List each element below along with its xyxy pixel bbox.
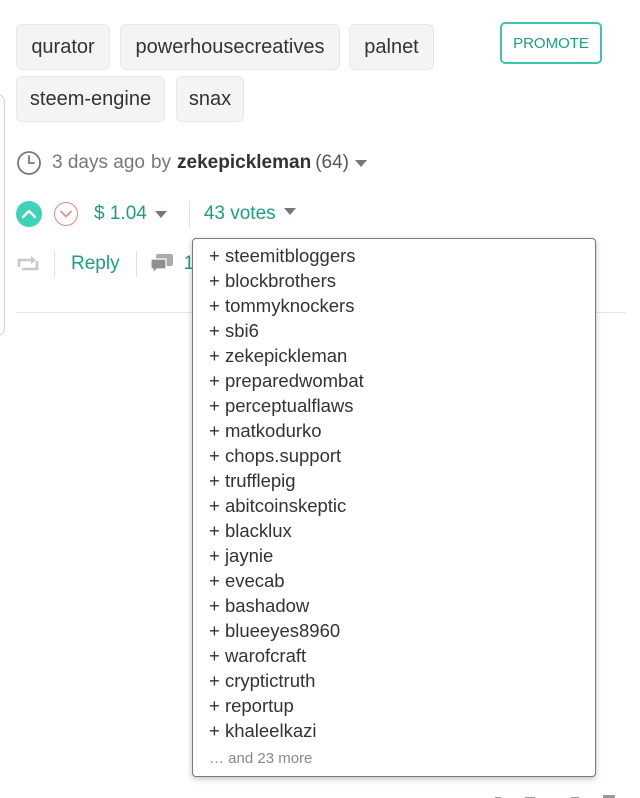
comments-icon[interactable] — [149, 252, 175, 276]
tag-snax[interactable]: snax — [176, 76, 244, 122]
post-meta: 3 days ago by zekepickleman (64) — [16, 150, 367, 176]
sidebar-edge — [0, 94, 5, 336]
voter-item[interactable]: + steemitbloggers — [209, 245, 356, 266]
voter-item[interactable]: + blueeyes8960 — [209, 620, 341, 641]
tag-palnet[interactable]: palnet — [349, 24, 434, 70]
resteem-icon[interactable] — [16, 253, 40, 275]
voter-item[interactable]: + zekepickleman — [209, 345, 348, 366]
bottom-peek — [495, 788, 625, 798]
voter-item[interactable]: + khaleelkazi — [209, 720, 317, 741]
divider — [54, 251, 55, 277]
author-link[interactable]: zekepickleman — [177, 152, 312, 173]
voter-item[interactable]: + preparedwombat — [209, 370, 364, 391]
upvote-icon[interactable] — [16, 201, 42, 227]
tag-steem-engine[interactable]: steem-engine — [16, 76, 165, 122]
voters-dropdown: + steemitbloggers + blockbrothers + tommyk… — [192, 238, 596, 777]
by-label: by — [150, 152, 172, 173]
divider — [135, 251, 137, 277]
voter-item[interactable]: + perceptualflaws — [209, 395, 354, 416]
comments-count[interactable]: 1 — [183, 253, 195, 274]
voter-item[interactable]: + sbi6 — [209, 320, 259, 341]
chevron-down-icon[interactable] — [354, 159, 367, 167]
voter-item[interactable]: + bashadow — [209, 595, 310, 616]
voter-item[interactable]: + chops.support — [209, 445, 342, 466]
vote-bar: $ 1.04 43 votes — [16, 200, 296, 228]
voter-item[interactable]: + warofcraft — [209, 645, 307, 666]
voter-item[interactable]: + matkodurko — [209, 420, 322, 441]
action-bar: Reply 1 — [16, 249, 194, 279]
clock-icon — [16, 150, 42, 176]
voter-item[interactable]: + tommyknockers — [209, 295, 355, 316]
divider — [188, 201, 190, 227]
more-voters-label: … and 23 more — [209, 750, 313, 767]
voter-item[interactable]: + trufflepig — [209, 470, 296, 491]
voter-item[interactable]: + reportup — [209, 695, 294, 716]
chevron-down-icon[interactable] — [154, 210, 167, 218]
author-reputation: (64) — [315, 152, 349, 173]
voter-item[interactable]: + blockbrothers — [209, 270, 336, 291]
voter-item[interactable]: + cryptictruth — [209, 670, 316, 691]
promote-button[interactable]: PROMOTE — [500, 22, 602, 64]
payout-value[interactable]: $ 1.04 — [94, 203, 147, 224]
downvote-icon[interactable] — [54, 202, 78, 226]
votes-count-button[interactable]: 43 votes — [203, 203, 276, 224]
tag-qurator[interactable]: qurator — [16, 24, 110, 70]
voter-item[interactable]: + jaynie — [209, 545, 274, 566]
tag-powerhousecreatives[interactable]: powerhousecreatives — [120, 24, 340, 70]
reply-link[interactable]: Reply — [71, 253, 120, 274]
post-time[interactable]: 3 days ago — [52, 152, 145, 173]
chevron-down-icon[interactable] — [283, 207, 296, 215]
voter-item[interactable]: + evecab — [209, 570, 285, 591]
voter-item[interactable]: + blacklux — [209, 520, 292, 541]
voter-item[interactable]: + abitcoinskeptic — [209, 495, 347, 516]
